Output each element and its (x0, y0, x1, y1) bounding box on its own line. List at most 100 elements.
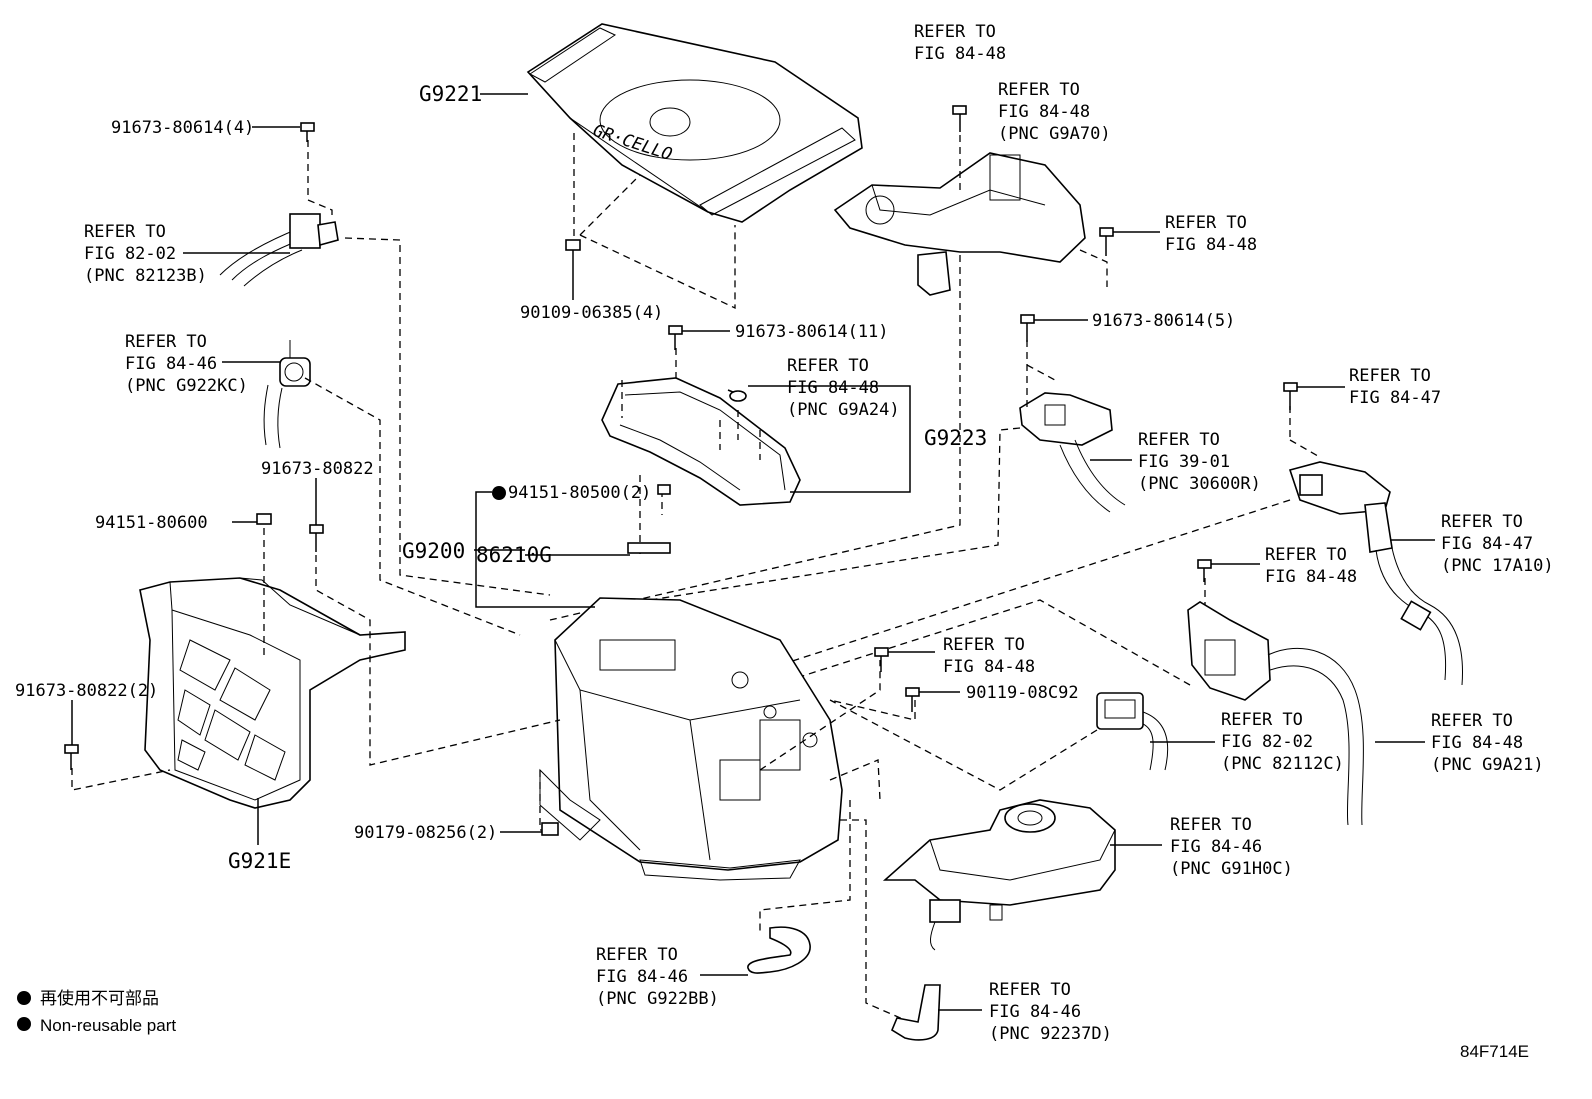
part-number-nut-90179: 90179-08256(2) (354, 823, 497, 843)
refer-note-g922bb: REFER TO FIG 84-46 (PNC G922BB) (596, 945, 719, 1009)
svg-text:(PNC G9A24): (PNC G9A24) (787, 400, 900, 420)
part-number-nut-cover: 90109-06385(4) (520, 303, 663, 323)
svg-text:(PNC G922KC): (PNC G922KC) (125, 376, 248, 396)
svg-text:FIG 84-48: FIG 84-48 (1431, 733, 1523, 753)
bolt-icon (64, 744, 79, 770)
legend-english: Non-reusable part (40, 1016, 176, 1035)
bolt-icon (300, 122, 315, 142)
refer-note-g9a24: REFER TO FIG 84-48 (PNC G9A24) (787, 356, 900, 420)
bracket-frame-illustration (139, 577, 406, 809)
hose-g922bb-illustration (747, 926, 811, 974)
refer-note-g922kc: REFER TO FIG 84-46 (PNC G922KC) (125, 332, 248, 396)
part-number-bolt-5: 91673-80614(5) (1092, 311, 1235, 331)
svg-text:FIG 84-48: FIG 84-48 (1265, 567, 1357, 587)
hose-connector-top-left (219, 213, 339, 287)
nut-icon (541, 822, 559, 836)
refer-note-g9a70: REFER TO FIG 84-48 (PNC G9A70) (998, 80, 1111, 144)
svg-text:FIG 84-46: FIG 84-46 (596, 967, 688, 987)
nut-icon (657, 484, 671, 495)
svg-text:(PNC 92237D): (PNC 92237D) (989, 1024, 1112, 1044)
svg-text:FIG 82-02: FIG 82-02 (1221, 732, 1313, 752)
refer-note-top: REFER TO FIG 84-48 (914, 22, 1006, 64)
legend: 再使用不可部品 Non-reusable part (17, 988, 176, 1035)
engine-cover-illustration: GR·CELLO (480, 23, 863, 223)
bolt-icon (1020, 314, 1035, 342)
svg-text:REFER TO: REFER TO (989, 980, 1071, 1000)
refer-note-center: REFER TO FIG 84-48 (943, 635, 1035, 677)
svg-text:REFER TO: REFER TO (596, 945, 678, 965)
legend-dot-icon (17, 1017, 31, 1031)
figure-id: 84F714E (1460, 1042, 1529, 1061)
bolt-icon (874, 647, 889, 672)
refer-note-right-top: REFER TO FIG 84-48 (1165, 213, 1257, 255)
bolt-icon (1197, 559, 1212, 582)
part-number-nonreusable: 94151-80500(2) (508, 483, 651, 503)
part-label-g9200: G9200 (402, 539, 465, 563)
svg-text:(PNC G9A21): (PNC G9A21) (1431, 755, 1544, 775)
svg-text:REFER TO: REFER TO (125, 332, 207, 352)
wire-harness-illustration (1187, 601, 1364, 826)
svg-text:(PNC G9A70): (PNC G9A70) (998, 124, 1111, 144)
svg-text:FIG 84-47: FIG 84-47 (1349, 388, 1441, 408)
nut-icon (256, 513, 272, 525)
part-number-nut-94151-600: 94151-80600 (95, 513, 208, 533)
svg-text:FIG 82-02: FIG 82-02 (84, 244, 176, 264)
refer-note-mid-right: REFER TO FIG 84-48 (1265, 545, 1357, 587)
part-label-g9223: G9223 (924, 426, 987, 450)
svg-text:FIG 84-48: FIG 84-48 (787, 378, 879, 398)
leader-lines (71, 126, 1435, 1011)
svg-text:FIG 84-46: FIG 84-46 (125, 354, 217, 374)
svg-text:FIG 84-48: FIG 84-48 (998, 102, 1090, 122)
svg-text:(PNC 17A10): (PNC 17A10) (1441, 556, 1554, 576)
part-number-bolt-80822-2: 91673-80822(2) (15, 681, 158, 701)
nut-icon (565, 239, 581, 270)
svg-text:(PNC 82123B): (PNC 82123B) (84, 266, 207, 286)
svg-text:FIG 39-01: FIG 39-01 (1138, 452, 1230, 472)
upper-bracket-illustration (833, 152, 1086, 296)
svg-text:(PNC G922BB): (PNC G922BB) (596, 989, 719, 1009)
part-label-86210g: 86210G (476, 543, 552, 567)
part-number-bolt-90119: 90119-08C92 (966, 683, 1079, 703)
legend-dot-icon (17, 991, 31, 1005)
part-number-bolt-tl: 91673-80614(4) (111, 118, 254, 138)
bolt-icon (952, 105, 967, 132)
bolt-icon (905, 687, 920, 712)
part-label-g9221: G9221 (419, 82, 482, 106)
svg-text:FIG 84-48: FIG 84-48 (943, 657, 1035, 677)
svg-text:REFER TO: REFER TO (1165, 213, 1247, 233)
cable-connector-right (1288, 461, 1464, 686)
refer-note-82112c: REFER TO FIG 82-02 (PNC 82112C) (1221, 710, 1344, 774)
svg-text:FIG 84-48: FIG 84-48 (1165, 235, 1257, 255)
svg-text:REFER TO: REFER TO (943, 635, 1025, 655)
svg-text:FIG 84-46: FIG 84-46 (1170, 837, 1262, 857)
svg-text:FIG 84-46: FIG 84-46 (989, 1002, 1081, 1022)
plug-connector-illustration (1096, 692, 1169, 771)
inverter-assembly-illustration (539, 597, 843, 881)
part-number-bolt-80822: 91673-80822 (261, 459, 374, 479)
svg-text:REFER TO: REFER TO (84, 222, 166, 242)
refer-note-82123b: REFER TO FIG 82-02 (PNC 82123B) (84, 222, 207, 286)
bolt-icon (309, 524, 324, 552)
svg-text:(PNC G91H0C): (PNC G91H0C) (1170, 859, 1293, 879)
svg-text:REFER TO: REFER TO (1265, 545, 1347, 565)
gasket-plate-illustration (601, 377, 801, 506)
svg-text:REFER TO: REFER TO (1170, 815, 1252, 835)
junction-connector-illustration (1019, 392, 1126, 513)
legend-japanese: 再使用不可部品 (40, 988, 159, 1008)
refer-note-17a10: REFER TO FIG 84-47 (PNC 17A10) (1441, 512, 1554, 576)
svg-text:REFER TO: REFER TO (787, 356, 869, 376)
svg-text:(PNC 30600R): (PNC 30600R) (1138, 474, 1261, 494)
bolt-icon (668, 325, 683, 350)
svg-text:REFER TO: REFER TO (1138, 430, 1220, 450)
svg-text:FIG 84-48: FIG 84-48 (914, 44, 1006, 64)
non-reusable-dot-icon (492, 486, 506, 500)
svg-text:REFER TO: REFER TO (1221, 710, 1303, 730)
bolt-icon (1099, 227, 1114, 256)
svg-text:FIG 84-47: FIG 84-47 (1441, 534, 1533, 554)
bolt-icon (1283, 382, 1298, 410)
refer-note-g9a21: REFER TO FIG 84-48 (PNC G9A21) (1431, 711, 1544, 775)
svg-text:REFER TO: REFER TO (914, 22, 996, 42)
svg-text:REFER TO: REFER TO (1441, 512, 1523, 532)
svg-text:REFER TO: REFER TO (1431, 711, 1513, 731)
